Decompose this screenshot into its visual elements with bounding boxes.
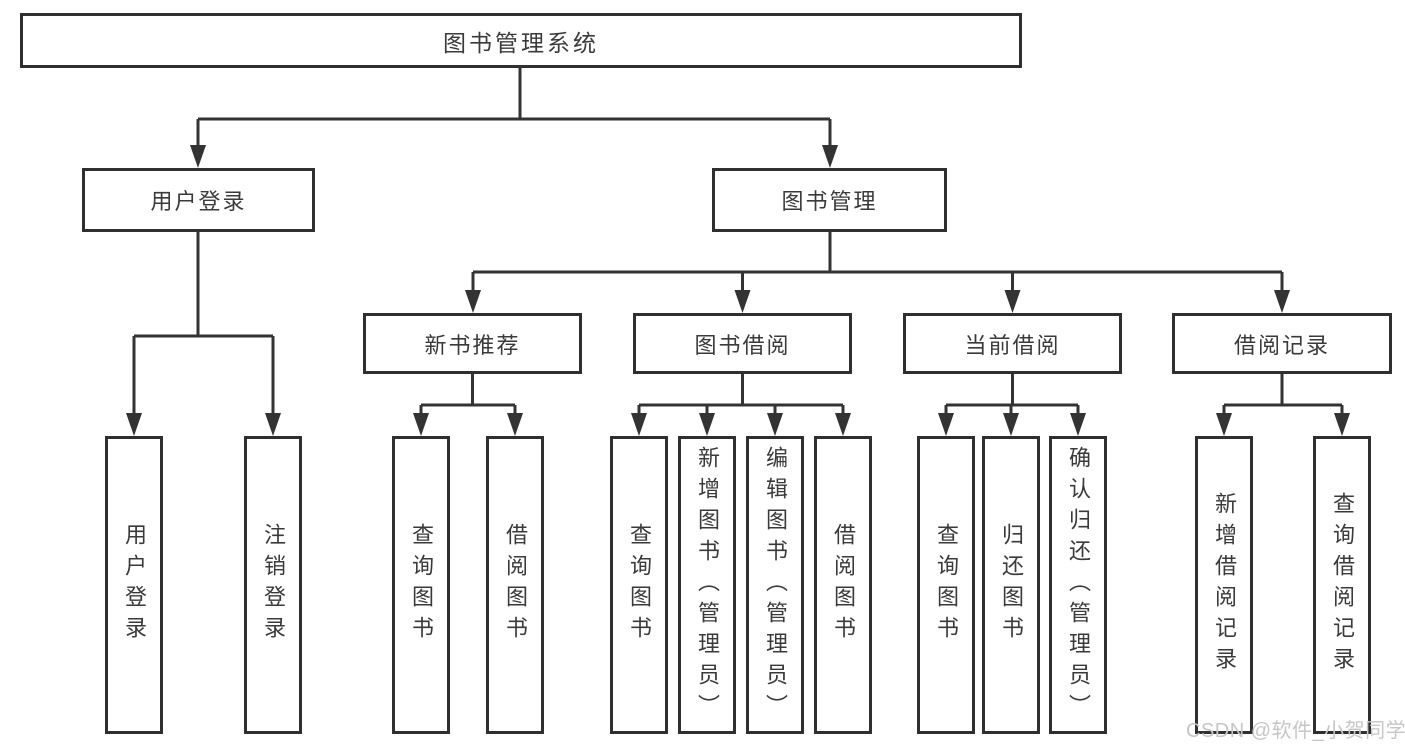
node-label: 新增借阅记录	[1212, 492, 1237, 678]
connector-user-login-to-leaves	[126, 232, 281, 436]
node-label: 用户登录	[150, 189, 247, 214]
node-label: 图书借阅	[694, 332, 791, 358]
leaf-recommend-borrow-books: 借阅图书	[486, 436, 544, 734]
connector-line	[196, 68, 832, 150]
leaf-current-return-books: 归还图书	[982, 436, 1040, 734]
connector-line	[419, 374, 517, 420]
connector-root-to-level2	[190, 68, 838, 168]
node-label: 查询借阅记录	[1330, 492, 1355, 678]
connector-records-to-leaves	[1216, 374, 1350, 436]
leaf-records-query-record: 查询借阅记录	[1313, 436, 1371, 734]
connector-borrow-to-leaves	[631, 374, 851, 436]
node-system-root: 图书管理系统	[20, 13, 1022, 68]
leaf-current-confirm-return-admin: 确认归还（管理员）	[1049, 436, 1107, 734]
arrowhead-icon	[413, 413, 429, 436]
arrowhead-icon	[126, 413, 142, 436]
node-label: 新书推荐	[424, 332, 521, 358]
arrowhead-icon	[734, 290, 751, 313]
node-label: 编辑图书（管理员）	[763, 445, 788, 725]
connector-current-to-leaves	[938, 374, 1086, 436]
connector-line	[471, 232, 1284, 295]
leaf-borrow-borrow-books: 借阅图书	[814, 436, 872, 734]
arrowhead-icon	[1070, 413, 1086, 436]
arrowhead-icon	[1004, 290, 1021, 313]
leaf-current-query-books: 查询图书	[917, 436, 975, 734]
arrowhead-icon	[767, 413, 783, 436]
node-new-book-recommend: 新书推荐	[363, 313, 582, 374]
leaf-borrow-edit-books-admin: 编辑图书（管理员）	[746, 436, 804, 734]
node-label: 查询图书	[409, 523, 434, 647]
node-user-login: 用户登录	[82, 168, 315, 232]
node-label: 当前借阅	[964, 332, 1061, 358]
connector-recommend-to-leaves	[413, 374, 523, 436]
node-borrow-records: 借阅记录	[1172, 313, 1392, 374]
node-current-borrow: 当前借阅	[903, 313, 1122, 374]
node-label: 查询图书	[934, 523, 959, 647]
arrowhead-icon	[190, 145, 206, 168]
node-label: 借阅图书	[503, 523, 528, 647]
arrowhead-icon	[1274, 290, 1290, 313]
node-label: 新增图书（管理员）	[695, 445, 720, 725]
leaf-records-add-record: 新增借阅记录	[1195, 436, 1253, 734]
arrowhead-icon	[465, 290, 481, 313]
leaf-recommend-query-books: 查询图书	[392, 436, 450, 734]
arrowhead-icon	[507, 413, 523, 436]
arrowhead-icon	[1003, 413, 1019, 436]
leaf-user-login: 用户登录	[105, 436, 163, 734]
leaf-logout: 注销登录	[244, 436, 302, 734]
connector-line	[944, 374, 1080, 420]
arrowhead-icon	[699, 413, 715, 436]
node-label: 确认归还（管理员）	[1066, 445, 1091, 725]
node-book-borrow: 图书借阅	[633, 313, 852, 374]
node-label: 借阅图书	[831, 523, 856, 647]
arrowhead-icon	[265, 413, 281, 436]
node-label: 注销登录	[261, 523, 286, 647]
connector-line	[1222, 374, 1344, 420]
connector-line	[132, 232, 275, 418]
arrowhead-icon	[835, 413, 851, 436]
leaf-borrow-query-books: 查询图书	[610, 436, 668, 734]
node-label: 归还图书	[999, 523, 1024, 647]
csdn-watermark: CSDN @软件_小贺同学	[1186, 720, 1405, 742]
node-label: 借阅记录	[1233, 332, 1330, 358]
node-label: 图书管理	[781, 189, 878, 214]
arrowhead-icon	[1334, 413, 1350, 436]
leaf-borrow-add-books-admin: 新增图书（管理员）	[678, 436, 736, 734]
arrowhead-icon	[938, 413, 954, 436]
arrowhead-icon	[631, 413, 647, 436]
arrowhead-icon	[1216, 413, 1232, 436]
node-book-management: 图书管理	[712, 168, 947, 232]
connector-line	[637, 374, 845, 420]
node-label: 用户登录	[122, 523, 147, 647]
node-label: 图书管理系统	[443, 29, 599, 56]
arrowhead-icon	[822, 145, 838, 168]
node-label: 查询图书	[627, 523, 652, 647]
connector-book-management-to-level3	[465, 232, 1290, 313]
